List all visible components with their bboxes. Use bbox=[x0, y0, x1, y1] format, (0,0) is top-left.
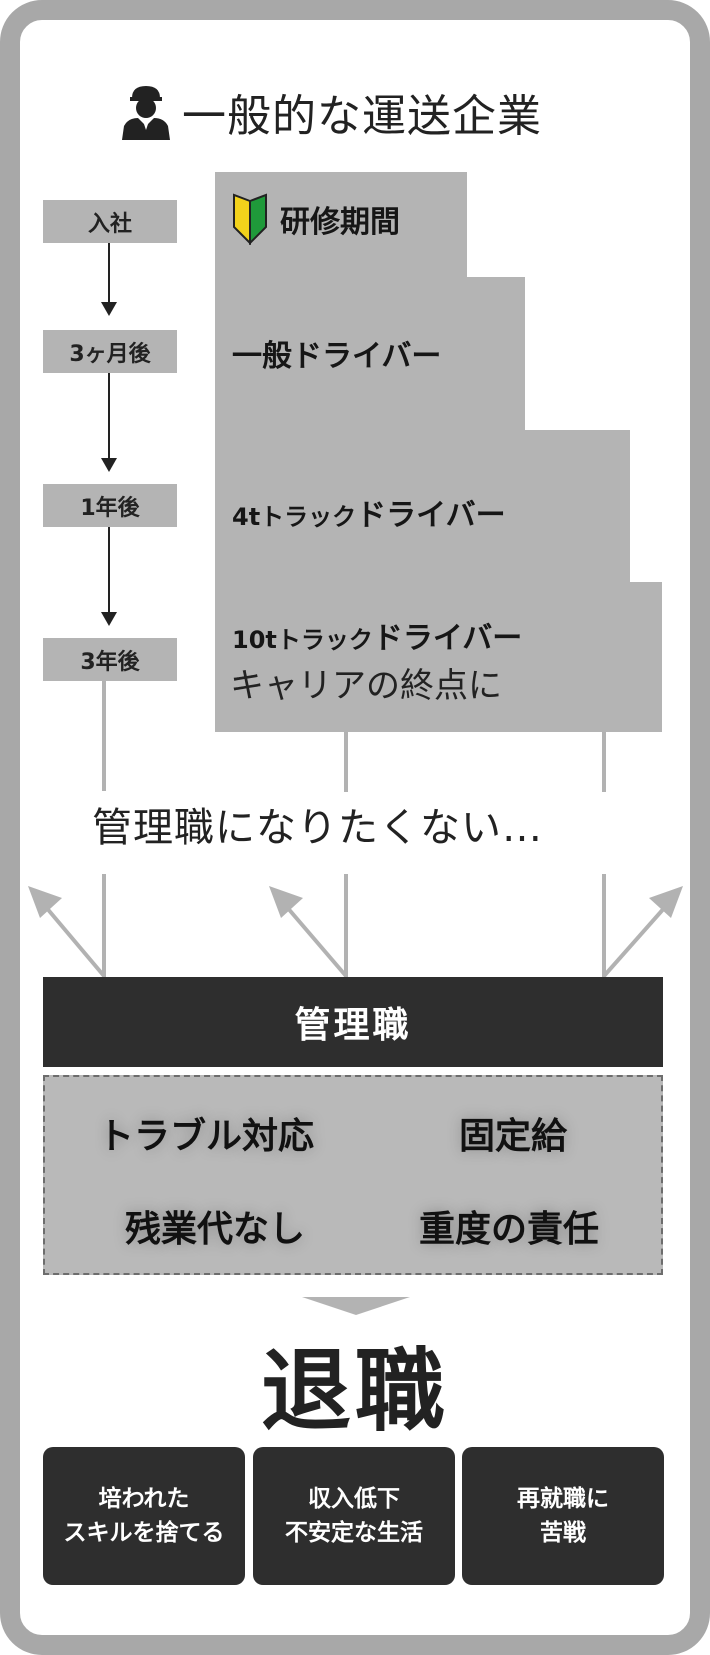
result-card-reemployment: 再就職に 苦戦 bbox=[462, 1447, 664, 1585]
step-10t bbox=[215, 582, 662, 732]
reluctance-text: 管理職になりたくない… bbox=[92, 805, 543, 851]
result-line: 培われた bbox=[98, 1486, 190, 1512]
title-text: 一般的な運送企業 bbox=[182, 91, 542, 142]
4t-prefix: 4tトラック bbox=[232, 503, 357, 531]
training-label: 研修期間 bbox=[232, 193, 400, 245]
beginner-mark-icon bbox=[233, 193, 267, 245]
burden-heavy-responsibility: 重度の責任 bbox=[419, 1209, 600, 1250]
timeline-item-3months: 3ヶ月後 bbox=[43, 330, 177, 373]
timeline-arrow bbox=[101, 612, 117, 626]
connector-line bbox=[102, 874, 106, 977]
10t-suffix: ドライバー bbox=[372, 621, 523, 656]
down-arrow bbox=[302, 1297, 410, 1315]
timeline-connector bbox=[108, 243, 110, 303]
escape-arrowhead-left bbox=[28, 886, 62, 918]
result-line: 収入低下 bbox=[308, 1486, 400, 1512]
4t-driver-label: 4tトラックドライバー bbox=[232, 490, 506, 534]
connector-line bbox=[602, 874, 606, 977]
connector-line bbox=[602, 732, 606, 792]
manager-bar: 管理職 bbox=[43, 977, 663, 1067]
retirement-heading: 退職 bbox=[261, 1339, 449, 1444]
burden-no-overtime: 残業代なし bbox=[125, 1209, 306, 1250]
timeline-item-3years: 3年後 bbox=[43, 638, 177, 681]
10t-driver-label: 10tトラックドライバー bbox=[232, 613, 522, 657]
training-text: 研修期間 bbox=[280, 205, 400, 240]
result-card-income: 収入低下 不安定な生活 bbox=[253, 1447, 455, 1585]
result-line: スキルを捨てる bbox=[63, 1520, 225, 1546]
timeline-item-join: 入社 bbox=[43, 200, 177, 243]
timeline-arrow bbox=[101, 302, 117, 316]
result-card-skills: 培われた スキルを捨てる bbox=[43, 1447, 245, 1585]
timeline-connector bbox=[108, 527, 110, 613]
career-end-text: キャリアの終点に bbox=[230, 666, 502, 706]
escape-arrows bbox=[28, 886, 683, 978]
burden-trouble: トラブル対応 bbox=[98, 1116, 315, 1157]
escape-arrow-right-line bbox=[602, 904, 668, 978]
result-line: 再就職に bbox=[517, 1486, 609, 1512]
timeline-arrow bbox=[101, 458, 117, 472]
burden-fixed-salary: 固定給 bbox=[459, 1116, 568, 1157]
result-line: 苦戦 bbox=[540, 1520, 586, 1546]
connector-line bbox=[102, 681, 106, 791]
manager-burdens-box bbox=[43, 1075, 663, 1275]
escape-arrow-middle-line bbox=[284, 904, 348, 978]
driver-icon bbox=[122, 86, 170, 140]
escape-arrow-left-line bbox=[43, 904, 106, 978]
timeline-connector bbox=[108, 373, 110, 459]
timeline-item-1year: 1年後 bbox=[43, 484, 177, 527]
connector-line bbox=[344, 732, 348, 792]
result-line: 不安定な生活 bbox=[285, 1520, 423, 1546]
4t-suffix: ドライバー bbox=[356, 498, 506, 533]
page-title: 一般的な運送企業 bbox=[120, 82, 542, 142]
escape-arrowhead-right bbox=[649, 886, 683, 918]
10t-prefix: 10tトラック bbox=[232, 626, 373, 654]
connector-line bbox=[344, 874, 348, 977]
general-driver-label: 一般ドライバー bbox=[232, 339, 442, 374]
escape-arrowhead-middle bbox=[269, 886, 303, 918]
